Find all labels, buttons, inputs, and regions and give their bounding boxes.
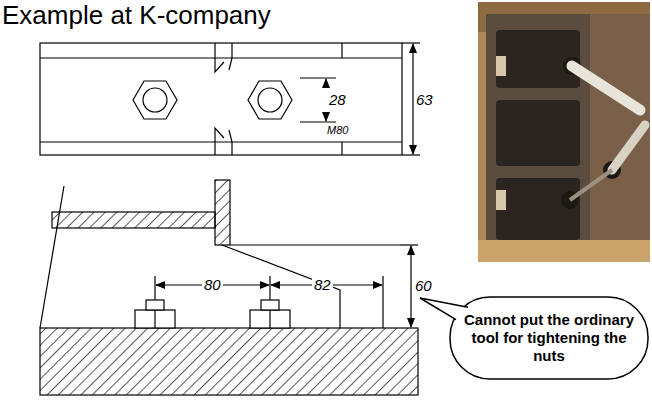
bubble-text-box: Cannot put the ordinary tool for tighten… [464, 311, 634, 365]
speech-bubble: Cannot put the ordinary tool for tighten… [450, 297, 648, 379]
dimension-label: 80 [202, 277, 223, 294]
machine-photo [478, 2, 650, 262]
bubble-text: Cannot put the ordinary tool for tighten… [464, 311, 634, 365]
dimension-label: M80 [327, 124, 348, 136]
title: Example at K-company [2, 1, 271, 30]
dimension-label: 60 [413, 278, 434, 295]
side-view [40, 180, 418, 395]
dimension-label: 82 [312, 277, 333, 294]
top-view [40, 43, 420, 155]
dimension-label: 28 [327, 92, 348, 109]
dimension-label: 63 [414, 92, 435, 109]
